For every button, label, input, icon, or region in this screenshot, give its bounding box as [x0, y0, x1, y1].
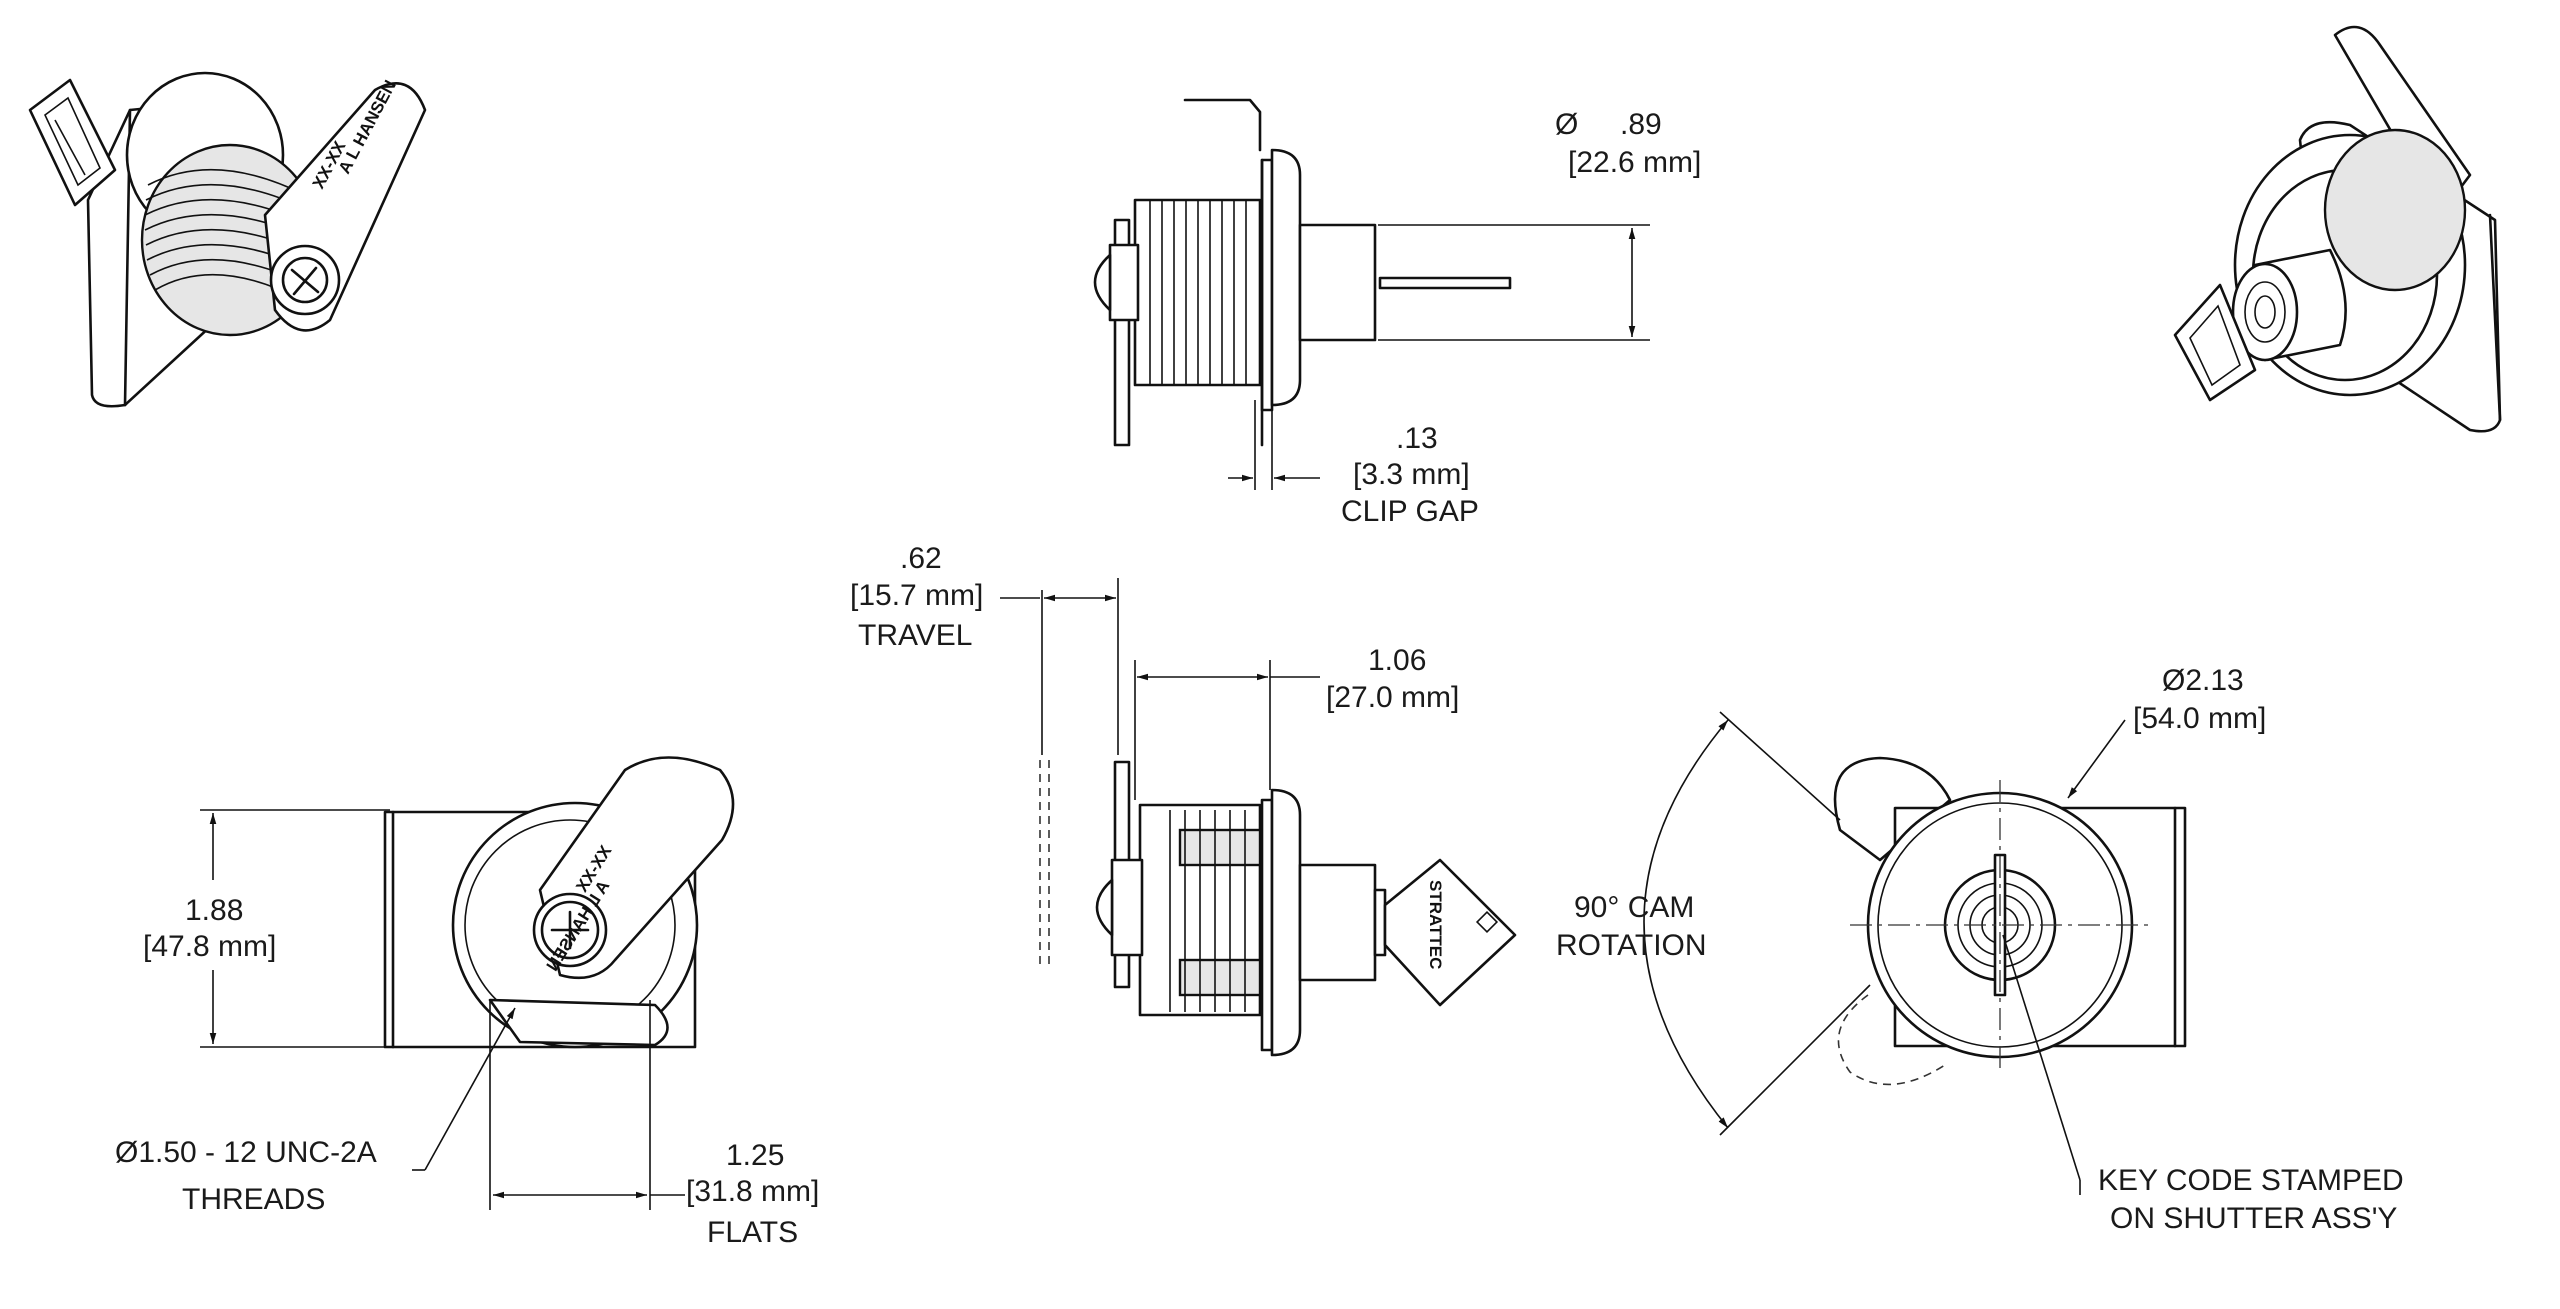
length-mm: [27.0 mm]	[1326, 681, 1459, 714]
top-diameter-symbol: Ø	[1555, 108, 1578, 141]
face-diameter-leader	[2067, 719, 2126, 799]
rotation-line-1: 90° CAM	[1574, 891, 1694, 924]
rotation-line-2: ROTATION	[1556, 929, 1707, 962]
top-diameter-mm: [22.6 mm]	[1568, 146, 1701, 179]
key-code-leader	[2002, 934, 2081, 1195]
height-mm: [47.8 mm]	[143, 930, 276, 963]
travel-dimension	[1000, 578, 1119, 755]
travel-caption: TRAVEL	[858, 619, 972, 652]
flats-in: 1.25	[726, 1139, 784, 1172]
top-diameter-dimension	[1378, 224, 1650, 341]
travel-in: .62	[900, 542, 942, 575]
front-view-cam-side	[383, 756, 735, 1210]
clip-gap-in: .13	[1396, 422, 1438, 455]
side-view-top	[1093, 98, 1512, 447]
threads-spec: Ø1.50 - 12 UNC-2A	[115, 1136, 377, 1169]
front-view-key-side	[1833, 756, 2187, 1086]
flats-caption: FLATS	[707, 1216, 798, 1249]
iso-view-cam-side	[28, 71, 427, 408]
clip-gap-dimension	[1228, 400, 1320, 490]
key-code-line-2: ON SHUTTER ASS'Y	[2110, 1202, 2397, 1235]
key-code-line-1: KEY CODE STAMPED	[2098, 1164, 2404, 1197]
flats-mm: [31.8 mm]	[686, 1175, 819, 1208]
key-stamp-brand: STRATTEC	[1426, 880, 1445, 969]
top-diameter-in: .89	[1620, 108, 1662, 141]
face-diameter-mm: [54.0 mm]	[2133, 702, 2266, 735]
length-dimension	[1134, 660, 1320, 800]
threads-caption: THREADS	[182, 1183, 325, 1216]
travel-mm: [15.7 mm]	[850, 579, 983, 612]
face-diameter-in: Ø2.13	[2162, 664, 2244, 697]
clip-gap-mm: [3.3 mm]	[1353, 458, 1470, 491]
iso-view-key-side	[2173, 25, 2502, 433]
side-view-center	[1039, 760, 1517, 1057]
rotation-arc	[1643, 711, 1871, 1136]
height-dimension	[200, 809, 390, 1048]
length-in: 1.06	[1368, 644, 1426, 677]
threads-leader	[412, 1007, 516, 1171]
height-in: 1.88	[185, 894, 243, 927]
clip-gap-caption: CLIP GAP	[1341, 495, 1479, 528]
